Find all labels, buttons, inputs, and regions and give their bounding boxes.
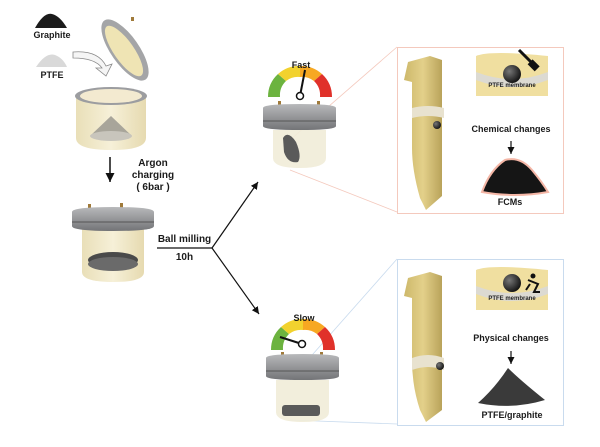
process-duration: 10h: [175, 252, 194, 263]
graphite-pile-icon: [35, 13, 67, 28]
change-label-slow: Physical changes: [473, 333, 549, 343]
product-label-fast: FCMs: [497, 197, 523, 207]
ptfe-label: PTFE: [40, 70, 64, 80]
speed-gauge-slow: [270, 318, 336, 350]
hammer-icon: [517, 48, 540, 72]
open-jar: [75, 87, 147, 150]
membrane-label-fast: PTFE membrane: [488, 83, 536, 89]
gauge-needle: [299, 69, 306, 97]
fcm-powder-pile-icon: [480, 158, 550, 196]
branch-arrow-slow: [211, 247, 260, 315]
argon-label-line3: ( 6bar ): [136, 182, 170, 193]
zoom-line-fast-bottom: [289, 169, 398, 213]
gauge-label-fast: Fast: [291, 60, 311, 70]
graphite-label: Graphite: [33, 30, 71, 40]
change-label-fast: Chemical changes: [471, 124, 551, 134]
argon-label-line2: charging: [131, 170, 175, 181]
branch-arrow-fast: [211, 181, 259, 249]
membrane-closeup-slow: [476, 267, 548, 310]
membrane-label-slow: PTFE membrane: [488, 296, 536, 302]
slipping-person-icon: [525, 273, 540, 293]
gauge-label-slow: Slow: [293, 313, 315, 323]
speed-gauge-fast: [267, 65, 333, 101]
milling-jar-fast: [263, 101, 336, 168]
process-label: Ball milling: [157, 234, 212, 245]
ptfe-graphite-pile-icon: [478, 368, 545, 406]
product-label-slow: PTFE/graphite: [481, 410, 543, 420]
ptfe-pile-icon: [36, 54, 67, 67]
membrane-closeup-fast: [476, 53, 548, 96]
argon-label-line1: Argon: [138, 158, 168, 169]
jar-wall-section-slow: [404, 272, 444, 422]
milling-jar-slow: [266, 352, 339, 422]
pour-arrow-icon: [72, 51, 113, 77]
closed-jar: [72, 203, 154, 282]
jar-wall-section-fast: [404, 56, 444, 210]
open-jar-lid: [101, 17, 149, 81]
